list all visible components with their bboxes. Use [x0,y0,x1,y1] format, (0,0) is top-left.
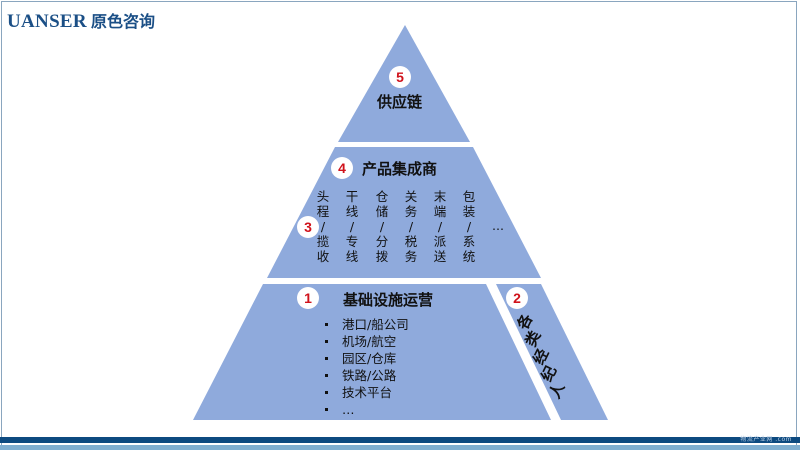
level-1-title: 基础设施运营 [343,291,434,309]
service-column-3: 仓储/分拨 [375,189,389,264]
brand-name-cn: 原色咨询 [90,12,155,31]
list-item: 铁路/公路 [322,367,409,384]
brand-name-en: UANSER [7,11,87,32]
service-column-5: 末端/派送 [433,189,447,264]
list-item: 园区/仓库 [322,350,409,367]
service-column-2: 干线/专线 [345,189,359,264]
services-more-ellipsis: … [492,219,504,233]
service-column-6: 包装/系统 [462,189,476,264]
footer-bar-light [0,445,800,450]
service-column-1: 头程/揽收 [316,189,330,264]
watermark: 物流产业网 .com [740,436,792,443]
level-5-title: 供应链 [377,93,423,111]
list-item: 港口/船公司 [322,316,409,333]
pyramid-level-1-shape [193,284,551,420]
level-5-badge: 5 [389,66,411,88]
service-column-4: 关务/税务 [404,189,418,264]
pyramid-level-2-shape [496,284,608,420]
list-item: 机场/航空 [322,333,409,350]
pyramid-level-3-4-shape [267,147,541,278]
level-2-title: 各 类 经 纪 人 [513,311,569,402]
level-4-badge: 4 [331,157,353,179]
list-item: … [322,401,409,418]
list-item: 技术平台 [322,384,409,401]
level-2-badge: 2 [506,287,528,309]
level-3-badge: 3 [297,216,319,238]
infrastructure-list: 港口/船公司 机场/航空 园区/仓库 铁路/公路 技术平台 … [322,316,409,418]
level-1-badge: 1 [297,287,319,309]
footer-bar-dark [0,437,800,443]
level-4-title: 产品集成商 [362,160,438,178]
